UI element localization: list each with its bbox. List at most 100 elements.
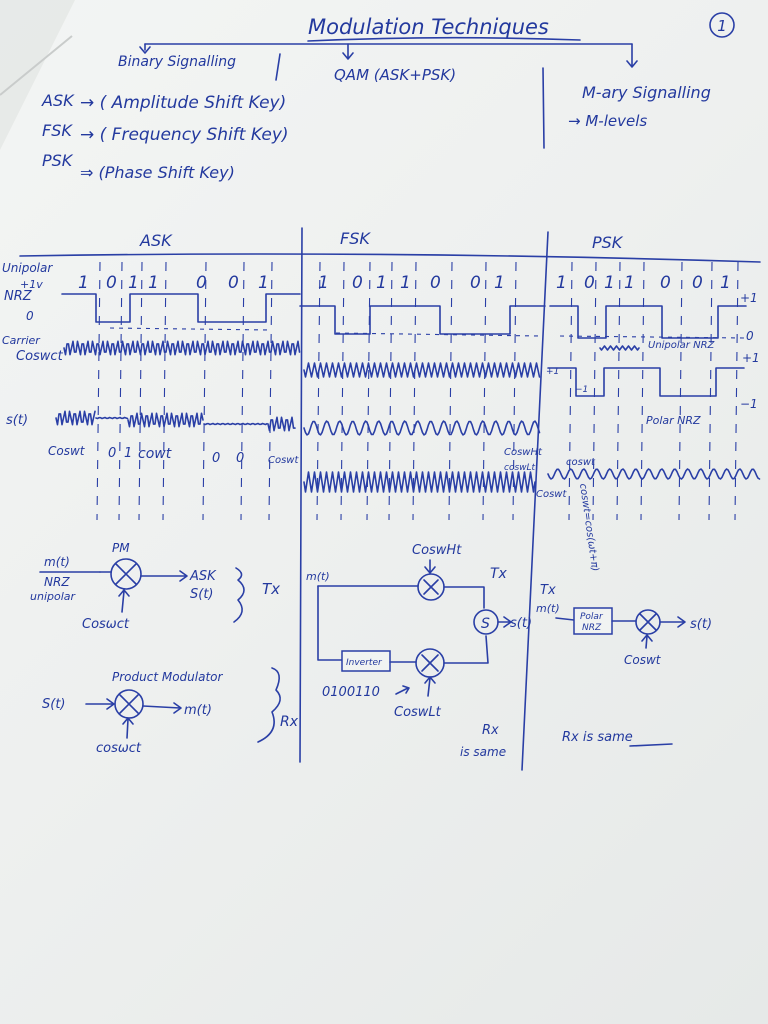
ask-nrz-wave <box>61 293 301 323</box>
psk-bit-2: 1 <box>604 273 615 293</box>
ask-bit-6: 1 <box>258 273 269 293</box>
timing-tick <box>512 261 517 521</box>
fsk-bit-4: 0 <box>430 273 441 293</box>
timing-tick <box>316 261 321 521</box>
psk-bit-6: 1 <box>720 273 731 293</box>
fsk-tx-multiply-l-icon <box>421 654 439 672</box>
fsk-tx-carrier-l: CoswLt <box>394 705 442 720</box>
psk-bit-3: 1 <box>624 273 635 293</box>
ask-st-burst-1 <box>55 410 96 426</box>
ask-bit-0: 1 <box>78 273 89 293</box>
psk-phase-formula: coswt=cos(ωt+π) <box>577 483 600 572</box>
fsk-definition: → ( Frequency Shift Key) <box>80 125 289 145</box>
ask-tx-unipolar: unipolar <box>30 590 77 603</box>
ask-bit-1: 0 <box>106 273 117 293</box>
fsk-tx-label: Tx <box>490 566 508 582</box>
ask-rx-title: Product Modulator <box>112 670 224 684</box>
zero-level-label: 0 <box>26 309 34 323</box>
fsk-coswt-right: Coswt <box>536 489 567 500</box>
ask-tx-multiply-icon <box>115 563 137 585</box>
ask-tx-brace <box>233 567 245 623</box>
fsk-tx-bits: 0100110 <box>322 685 380 700</box>
page-fold-shadow <box>0 0 75 150</box>
psk-m-plus1: +1 <box>546 367 559 377</box>
psk-tx-carrier: Coswt <box>624 653 662 667</box>
ask-rx-carrier: cosωct <box>96 741 142 756</box>
ask-coswt2-label: Coswt <box>268 455 299 466</box>
nrz-waveforms <box>61 293 747 397</box>
ask-cowt-label: cowt <box>138 446 172 462</box>
fsk-rx-same: is same <box>460 745 506 759</box>
ask-bit0-label: 0 <box>108 446 116 461</box>
ask-rx-in: S(t) <box>42 697 66 712</box>
fsk-tx-mt: m(t) <box>306 570 330 583</box>
ask-header: ASK <box>139 231 173 250</box>
ask-rx-label: Rx <box>280 714 299 730</box>
fsk-tx-carrier-h: CoswHt <box>412 543 462 558</box>
psk-bit-5: 0 <box>692 273 703 293</box>
ask-rx-output-arrow <box>142 702 182 714</box>
ask-st-gap-2 <box>203 422 268 426</box>
fsk-bit-1: 0 <box>352 273 363 293</box>
ask-bit-4: 0 <box>196 273 207 293</box>
timing-tick <box>734 261 739 521</box>
fsk-tx-branch-wire <box>317 585 343 661</box>
fsk-tx-bits-arrow <box>395 685 410 695</box>
psk-box-line1: Polar <box>580 612 604 622</box>
plus1v-label: +1v <box>20 278 43 291</box>
psk-abbr: PSK <box>42 151 74 170</box>
ask-tx-label: Tx <box>262 580 280 598</box>
ask-carrier-wave <box>63 340 301 356</box>
psk-box-line2: NRZ <box>582 623 602 633</box>
page-title: Modulation Techniques <box>308 15 549 39</box>
ask-st-burst-3 <box>267 416 296 432</box>
psk-unipolar-wave <box>549 305 747 339</box>
psk-bit-1: 0 <box>584 273 595 293</box>
fsk-psk-divider <box>521 231 549 771</box>
timing-tick <box>366 261 371 521</box>
psk-definition: ⇒ (Phase Shift Key) <box>80 163 235 182</box>
timing-tick <box>96 261 101 521</box>
page-number: 1 <box>717 17 727 35</box>
fsk-low-freq-wave <box>303 420 541 436</box>
ask-tx-ask-out: ASK <box>189 569 217 584</box>
psk-plus1-top: +1 <box>740 291 758 305</box>
mary-label: M-ary Signalling <box>582 83 711 102</box>
fsk-bit-0: 1 <box>318 273 329 293</box>
timing-tick <box>340 261 345 521</box>
fsk-tx-sum-symbol: S <box>481 616 490 632</box>
nrz-label: NRZ <box>4 289 33 304</box>
ask-rx-input-arrow <box>85 698 115 710</box>
ask-tx-nrz: NRZ <box>44 575 70 589</box>
timing-tick <box>412 261 417 521</box>
fsk-bit-6: 1 <box>494 273 505 293</box>
psk-zero-right: 0 <box>746 329 754 343</box>
fsk-tx-wire-l-sum <box>443 635 489 664</box>
ask-bit-5: 0 <box>228 273 239 293</box>
ask-bit-3: 1 <box>148 273 159 293</box>
ask-rx-out: m(t) <box>184 703 212 718</box>
title-underline <box>307 36 581 42</box>
timing-tick <box>616 261 621 521</box>
ask-zero-line <box>109 327 271 331</box>
ask-rx-multiply-icon <box>119 694 139 714</box>
ask-rx-carrier-arrow <box>122 717 134 739</box>
fsk-abbr: FSK <box>42 121 73 140</box>
ask-abbr: ASK <box>41 91 75 110</box>
psk-tx-mt: m(t) <box>536 602 560 615</box>
psk-tx-multiply-icon <box>639 613 657 631</box>
fsk-output-wave <box>303 471 536 493</box>
separator-stroke-1 <box>275 53 281 81</box>
ask-definition: → ( Amplitude Shift Key) <box>80 93 286 113</box>
timing-tick <box>268 261 273 521</box>
timing-tick <box>118 261 123 521</box>
psk-output-wave <box>547 468 761 480</box>
fsk-coswlt-label: coswLt <box>504 463 536 473</box>
psk-tx-label: Tx <box>540 583 556 598</box>
psk-m-minus1: −1 <box>575 385 588 395</box>
ask-tx-carrier-arrow <box>118 589 130 613</box>
ask-tx-carrier: Cosωct <box>82 617 130 632</box>
psk-polar-nrz: Polar NRZ <box>646 414 701 427</box>
